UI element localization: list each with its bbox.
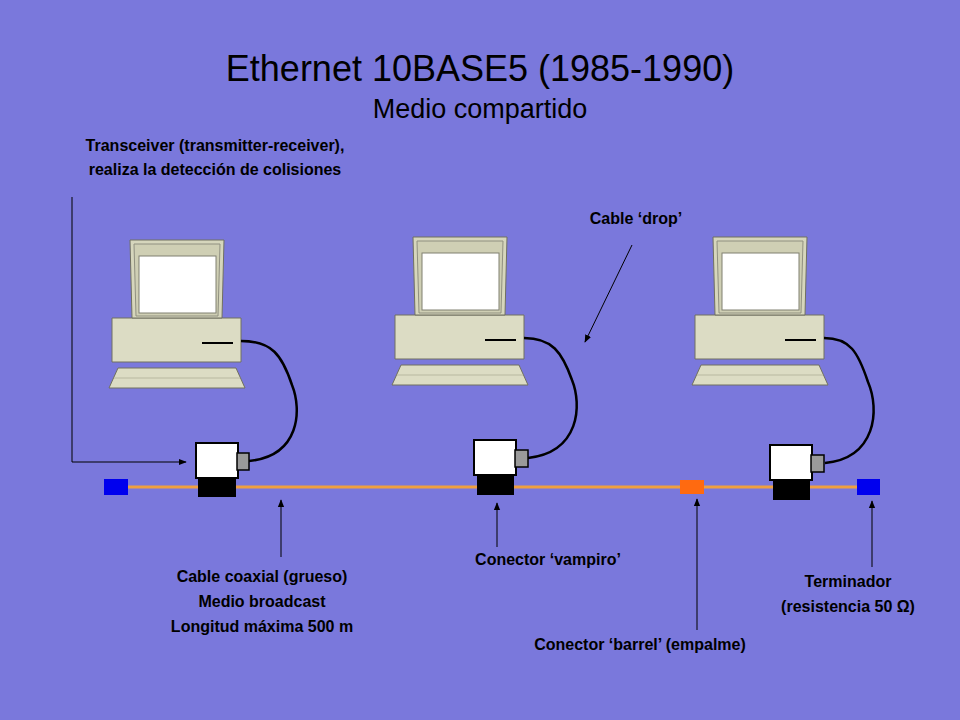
callout-label: Conector ‘vampiro’ bbox=[475, 551, 621, 569]
callout-label: Cable ‘drop’ bbox=[590, 210, 682, 228]
callout-label: Transceiver (transmitter-receiver), bbox=[86, 137, 345, 155]
transceiver-1 bbox=[196, 443, 249, 497]
transceiver-2 bbox=[474, 440, 528, 495]
callout-label: Terminador bbox=[805, 573, 892, 591]
callout-label: Conector ‘barrel’ (empalme) bbox=[534, 636, 746, 654]
transceiver-3 bbox=[770, 445, 824, 500]
callout-label: (resistencia 50 Ω) bbox=[781, 598, 915, 616]
barrel-connector bbox=[680, 480, 704, 494]
callout-label: Cable coaxial (grueso) bbox=[177, 568, 348, 586]
subtitle: Medio compartido bbox=[373, 94, 588, 125]
terminator bbox=[104, 479, 128, 495]
terminator bbox=[857, 479, 880, 495]
callout-label: Medio broadcast bbox=[198, 593, 325, 611]
computer-3 bbox=[692, 237, 828, 385]
callout-label: Longitud máxima 500 m bbox=[171, 618, 353, 636]
leader-lines bbox=[72, 197, 872, 630]
computer-2 bbox=[392, 237, 528, 385]
title: Ethernet 10BASE5 (1985-1990) bbox=[226, 48, 734, 89]
computer-1 bbox=[109, 240, 245, 388]
callout-label: realiza la detección de colisiones bbox=[89, 161, 342, 179]
